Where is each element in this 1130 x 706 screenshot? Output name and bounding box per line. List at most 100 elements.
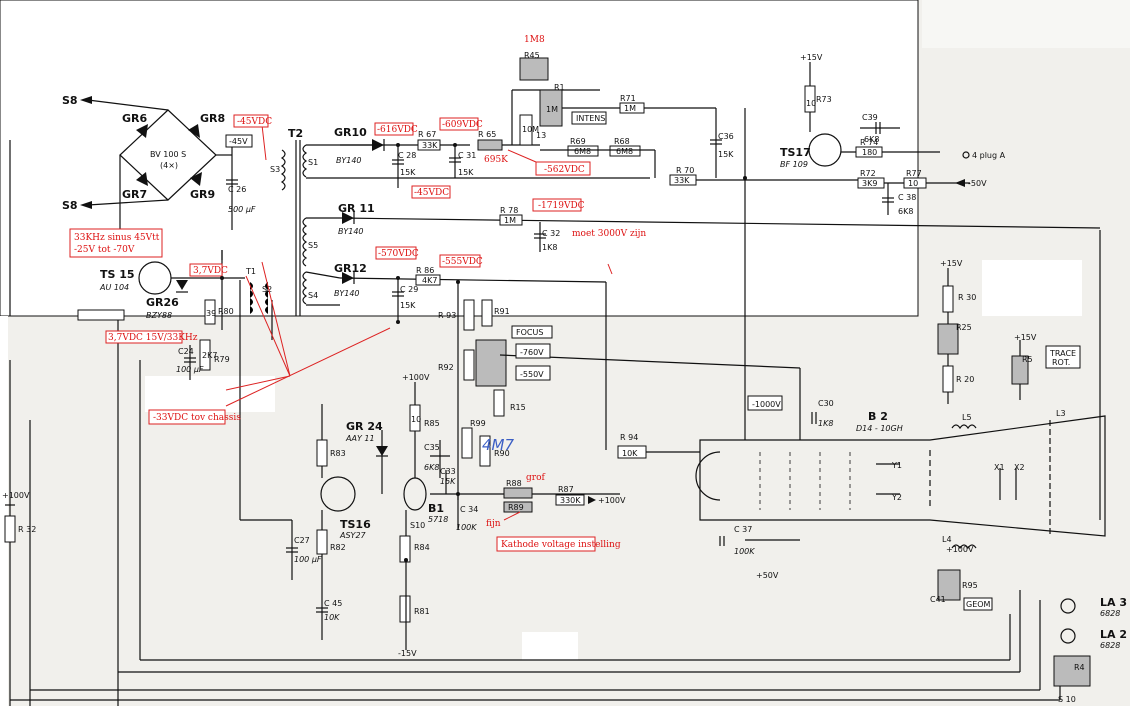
r89-label: R89 — [508, 503, 524, 512]
ts16-type: ASY27 — [339, 531, 367, 540]
r72-label: R72 — [860, 169, 876, 178]
c39-value: 6K8 — [864, 135, 879, 144]
intens-label: INTENS — [576, 114, 605, 123]
bus-wires — [9, 140, 1101, 706]
r45-label: R45 — [524, 51, 540, 60]
c45-label: C 45 — [324, 599, 342, 608]
ann-695k: 695K — [484, 155, 508, 165]
c32-value: 1K8 — [542, 243, 557, 252]
r70-value: 33K — [674, 176, 690, 185]
la2-label: LA 2 — [1100, 628, 1127, 641]
ann-45vdc: -45VDC — [237, 117, 272, 127]
intens-network — [511, 57, 860, 440]
r1-value: 1M — [546, 105, 558, 114]
c41-label: C41 — [930, 595, 946, 604]
ann-1719vdc: -1719VDC — [538, 201, 585, 211]
c37-label: C 37 — [734, 525, 752, 534]
x1-label: X1 — [994, 463, 1005, 472]
ts15-stage — [77, 250, 273, 380]
r15-label: R15 — [510, 403, 526, 412]
ann-kathode: Kathode voltage instelling — [501, 540, 621, 550]
gr12-stage — [339, 272, 607, 500]
r88-label: R88 — [506, 479, 522, 488]
gr26-type: BZY88 — [146, 311, 172, 320]
s3-label: S3 — [270, 165, 280, 174]
r85-value: 10 — [411, 415, 421, 424]
gr11-label: GR 11 — [338, 202, 375, 215]
c38-value: 6K8 — [898, 207, 913, 216]
ann-37vdc: 3,7VDC — [193, 266, 228, 276]
c24-label: C24 — [178, 347, 194, 356]
r94-value: 10K — [622, 449, 638, 458]
gr10-label: GR10 — [334, 126, 367, 139]
s2-label: S2 — [262, 285, 272, 294]
y2-label: Y2 — [891, 493, 902, 502]
r69-label: R69 — [570, 137, 586, 146]
ann-33khz-line2: -25V tot -70V — [74, 245, 135, 255]
c27-value: 100 μF — [294, 555, 322, 564]
r73-value: 10 — [806, 99, 816, 108]
r84-label: R84 — [414, 543, 430, 552]
c24-value: 100 μF — [176, 365, 204, 374]
r92-label: R92 — [438, 363, 454, 372]
r95-label: R95 — [962, 581, 978, 590]
r86-value: 4K7 — [422, 276, 437, 285]
c26-value: 500 μF — [228, 205, 256, 214]
m15v-label: -15V — [398, 649, 417, 658]
c32-label: C 32 — [542, 229, 560, 238]
c37-value: 100K — [734, 547, 755, 556]
annotations: 1M8 -45VDC -616VDC -609VDC 695K -562VDC … — [69, 35, 646, 552]
gr9-label: GR9 — [190, 188, 215, 201]
s10-label: S10 — [410, 521, 425, 530]
ts17-label: TS17 — [780, 146, 811, 159]
r20-label: R 20 — [956, 375, 974, 384]
rot-label: ROT. — [1052, 358, 1070, 367]
r82-label: R82 — [330, 543, 346, 552]
r71-label: R71 — [620, 94, 636, 103]
ann-609vdc: -609VDC — [442, 120, 483, 130]
gr7-label: GR7 — [122, 188, 147, 201]
r69-value: 6M8 — [574, 147, 591, 156]
s4-label: S4 — [308, 291, 318, 300]
r83-label: R83 — [330, 449, 346, 458]
r67-value: 33K — [422, 141, 438, 150]
r87-label: R87 — [558, 485, 574, 494]
ann-4m7: 4M7 — [482, 436, 514, 454]
r5-label: R5 — [1022, 355, 1033, 364]
trace-label: TRACE — [1049, 349, 1076, 358]
r10m-label: 10M — [522, 125, 539, 134]
r67-label: R 67 — [418, 130, 436, 139]
focus-network — [461, 299, 801, 467]
bridge-type: BV 100 S — [150, 150, 186, 159]
r73-label: R73 — [816, 95, 832, 104]
l3-label: L3 — [1056, 409, 1066, 418]
v45-label: -45V — [229, 137, 248, 146]
geom-label: GEOM — [966, 600, 991, 609]
r91-label: R91 — [494, 307, 510, 316]
c33-label: C33 — [440, 467, 456, 476]
s5-label: S5 — [308, 241, 318, 250]
bridge-qty: (4×) — [160, 161, 178, 170]
ts15-type: AU 104 — [99, 283, 129, 292]
r68-label: R68 — [614, 137, 630, 146]
c35-value: 6K8 — [424, 463, 439, 472]
ts16-label: TS16 — [340, 518, 371, 531]
c34-value: 100K — [456, 523, 477, 532]
ts17-type: BF 109 — [780, 160, 808, 169]
annotation-leaders — [225, 124, 613, 521]
p100v-label: +100V — [402, 373, 430, 382]
r65-label: R 65 — [478, 130, 496, 139]
ann-33khz-line1: 33KHz sinus 45Vtt — [74, 233, 160, 243]
ann-562vdc: -562VDC — [544, 165, 585, 175]
right-controls — [937, 268, 1091, 687]
r80-label: R80 — [218, 307, 234, 316]
c36-label: C36 — [718, 132, 734, 141]
gr11-stage — [339, 212, 1101, 252]
ann-fijn: fijn — [486, 519, 501, 529]
c28-label: C 28 — [398, 151, 416, 160]
gr24-label: GR 24 — [346, 420, 383, 433]
s10b-label: S 10 — [1058, 695, 1076, 704]
y1-label: Y1 — [891, 461, 902, 470]
ts15-label: TS 15 — [100, 268, 135, 281]
r4-label: R4 — [1074, 663, 1085, 672]
